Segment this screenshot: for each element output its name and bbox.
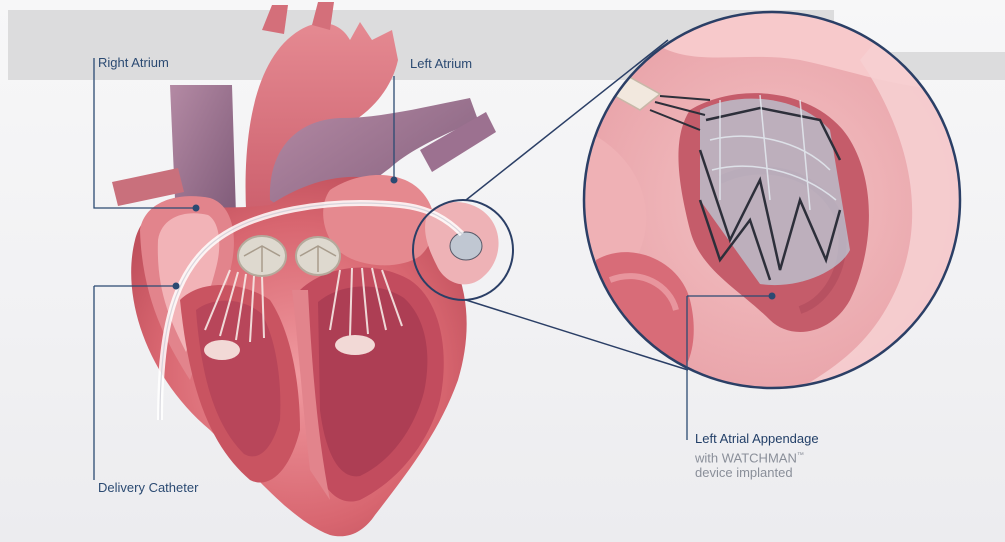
papillary-muscle-2 [335,335,375,355]
zoom-detail [584,12,960,388]
trademark-symbol: ™ [797,452,804,459]
watchman-device-small [450,232,482,260]
label-appendage-prefix: with WATCHMAN [695,450,797,465]
label-appendage-title: Left Atrial Appendage [695,431,819,447]
papillary-muscle-1 [204,340,240,360]
label-appendage-sub: with WATCHMAN™ [695,448,804,466]
heart-group [112,2,499,536]
label-left-atrium: Left Atrium [410,56,472,72]
label-right-atrium: Right Atrium [98,55,169,71]
label-delivery-catheter: Delivery Catheter [98,480,198,496]
label-appendage-line2: device implanted [695,465,793,481]
